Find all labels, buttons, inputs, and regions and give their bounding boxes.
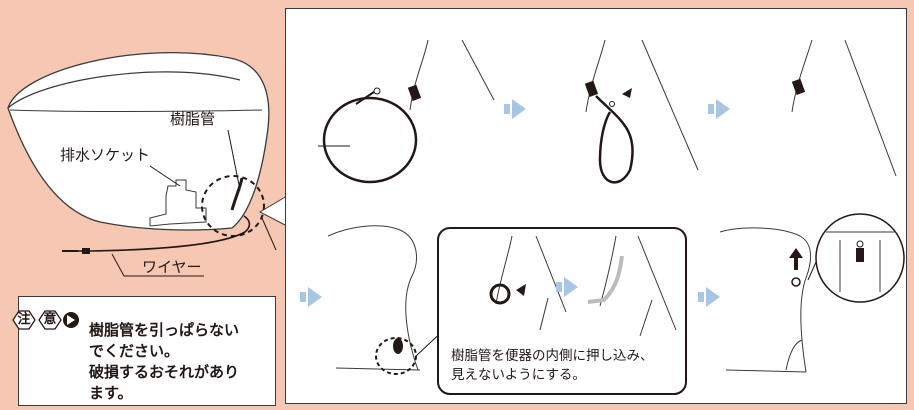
bottom-step-3 xyxy=(719,213,905,373)
arrow-2 xyxy=(708,99,730,119)
leader-wire xyxy=(111,253,204,277)
arrow-5 xyxy=(698,287,720,307)
label-resin-tube: 樹脂管 xyxy=(170,110,216,128)
toilet-seat-top xyxy=(7,71,241,109)
leader-drain-socket xyxy=(149,165,181,187)
caution-box xyxy=(18,296,276,406)
label-wire: ワイヤー xyxy=(142,258,202,276)
inner-step-b xyxy=(587,235,677,337)
caution-line-1: 樹脂管を引っぱらない xyxy=(89,321,240,339)
callout-pointer xyxy=(261,217,277,251)
caution-line-4: ます。 xyxy=(89,384,133,402)
top-step-3 xyxy=(791,39,897,177)
leader-resin-tube xyxy=(227,129,241,191)
wire-loop-2 xyxy=(595,95,634,184)
wire-loop-1 xyxy=(322,96,418,184)
wire-line xyxy=(70,215,251,252)
toilet-rim xyxy=(9,109,263,112)
caution-hexagon-2 xyxy=(38,310,62,330)
label-drain-socket: 排水ソケット xyxy=(60,146,151,164)
zoom-circle xyxy=(201,175,265,237)
arrow-3 xyxy=(300,287,322,307)
caution-char-2: 意 xyxy=(43,312,57,327)
caution-line-3: 破損するおそれがあり xyxy=(89,363,240,381)
arrow-4 xyxy=(556,277,578,297)
caution-text: 樹脂管を引っぱらない でください。 破損するおそれがあり ます。 xyxy=(89,320,239,404)
top-step-2 xyxy=(584,39,699,184)
caution-char-1: 注 xyxy=(17,312,31,327)
instruction-line-1: 樹脂管を便器の内側に押し込み、 xyxy=(451,348,654,364)
inner-step-a xyxy=(489,235,567,331)
arrow-1 xyxy=(504,99,526,119)
inner-instruction-box xyxy=(437,227,687,395)
caution-hexagon-1 xyxy=(12,310,36,330)
up-arrow-icon xyxy=(789,248,803,270)
toilet-bowl-body xyxy=(7,52,270,231)
caution-line-2: でください。 xyxy=(89,342,180,360)
instruction-line-2: 見えないようにする。 xyxy=(451,367,586,383)
instruction-text: 樹脂管を便器の内側に押し込み、 見えないようにする。 xyxy=(451,347,654,385)
bottom-step-1 xyxy=(327,225,447,375)
top-step-1 xyxy=(318,39,495,184)
wire-clip xyxy=(82,248,90,254)
drain-socket-shape xyxy=(149,179,207,227)
resin-tube xyxy=(230,177,244,211)
